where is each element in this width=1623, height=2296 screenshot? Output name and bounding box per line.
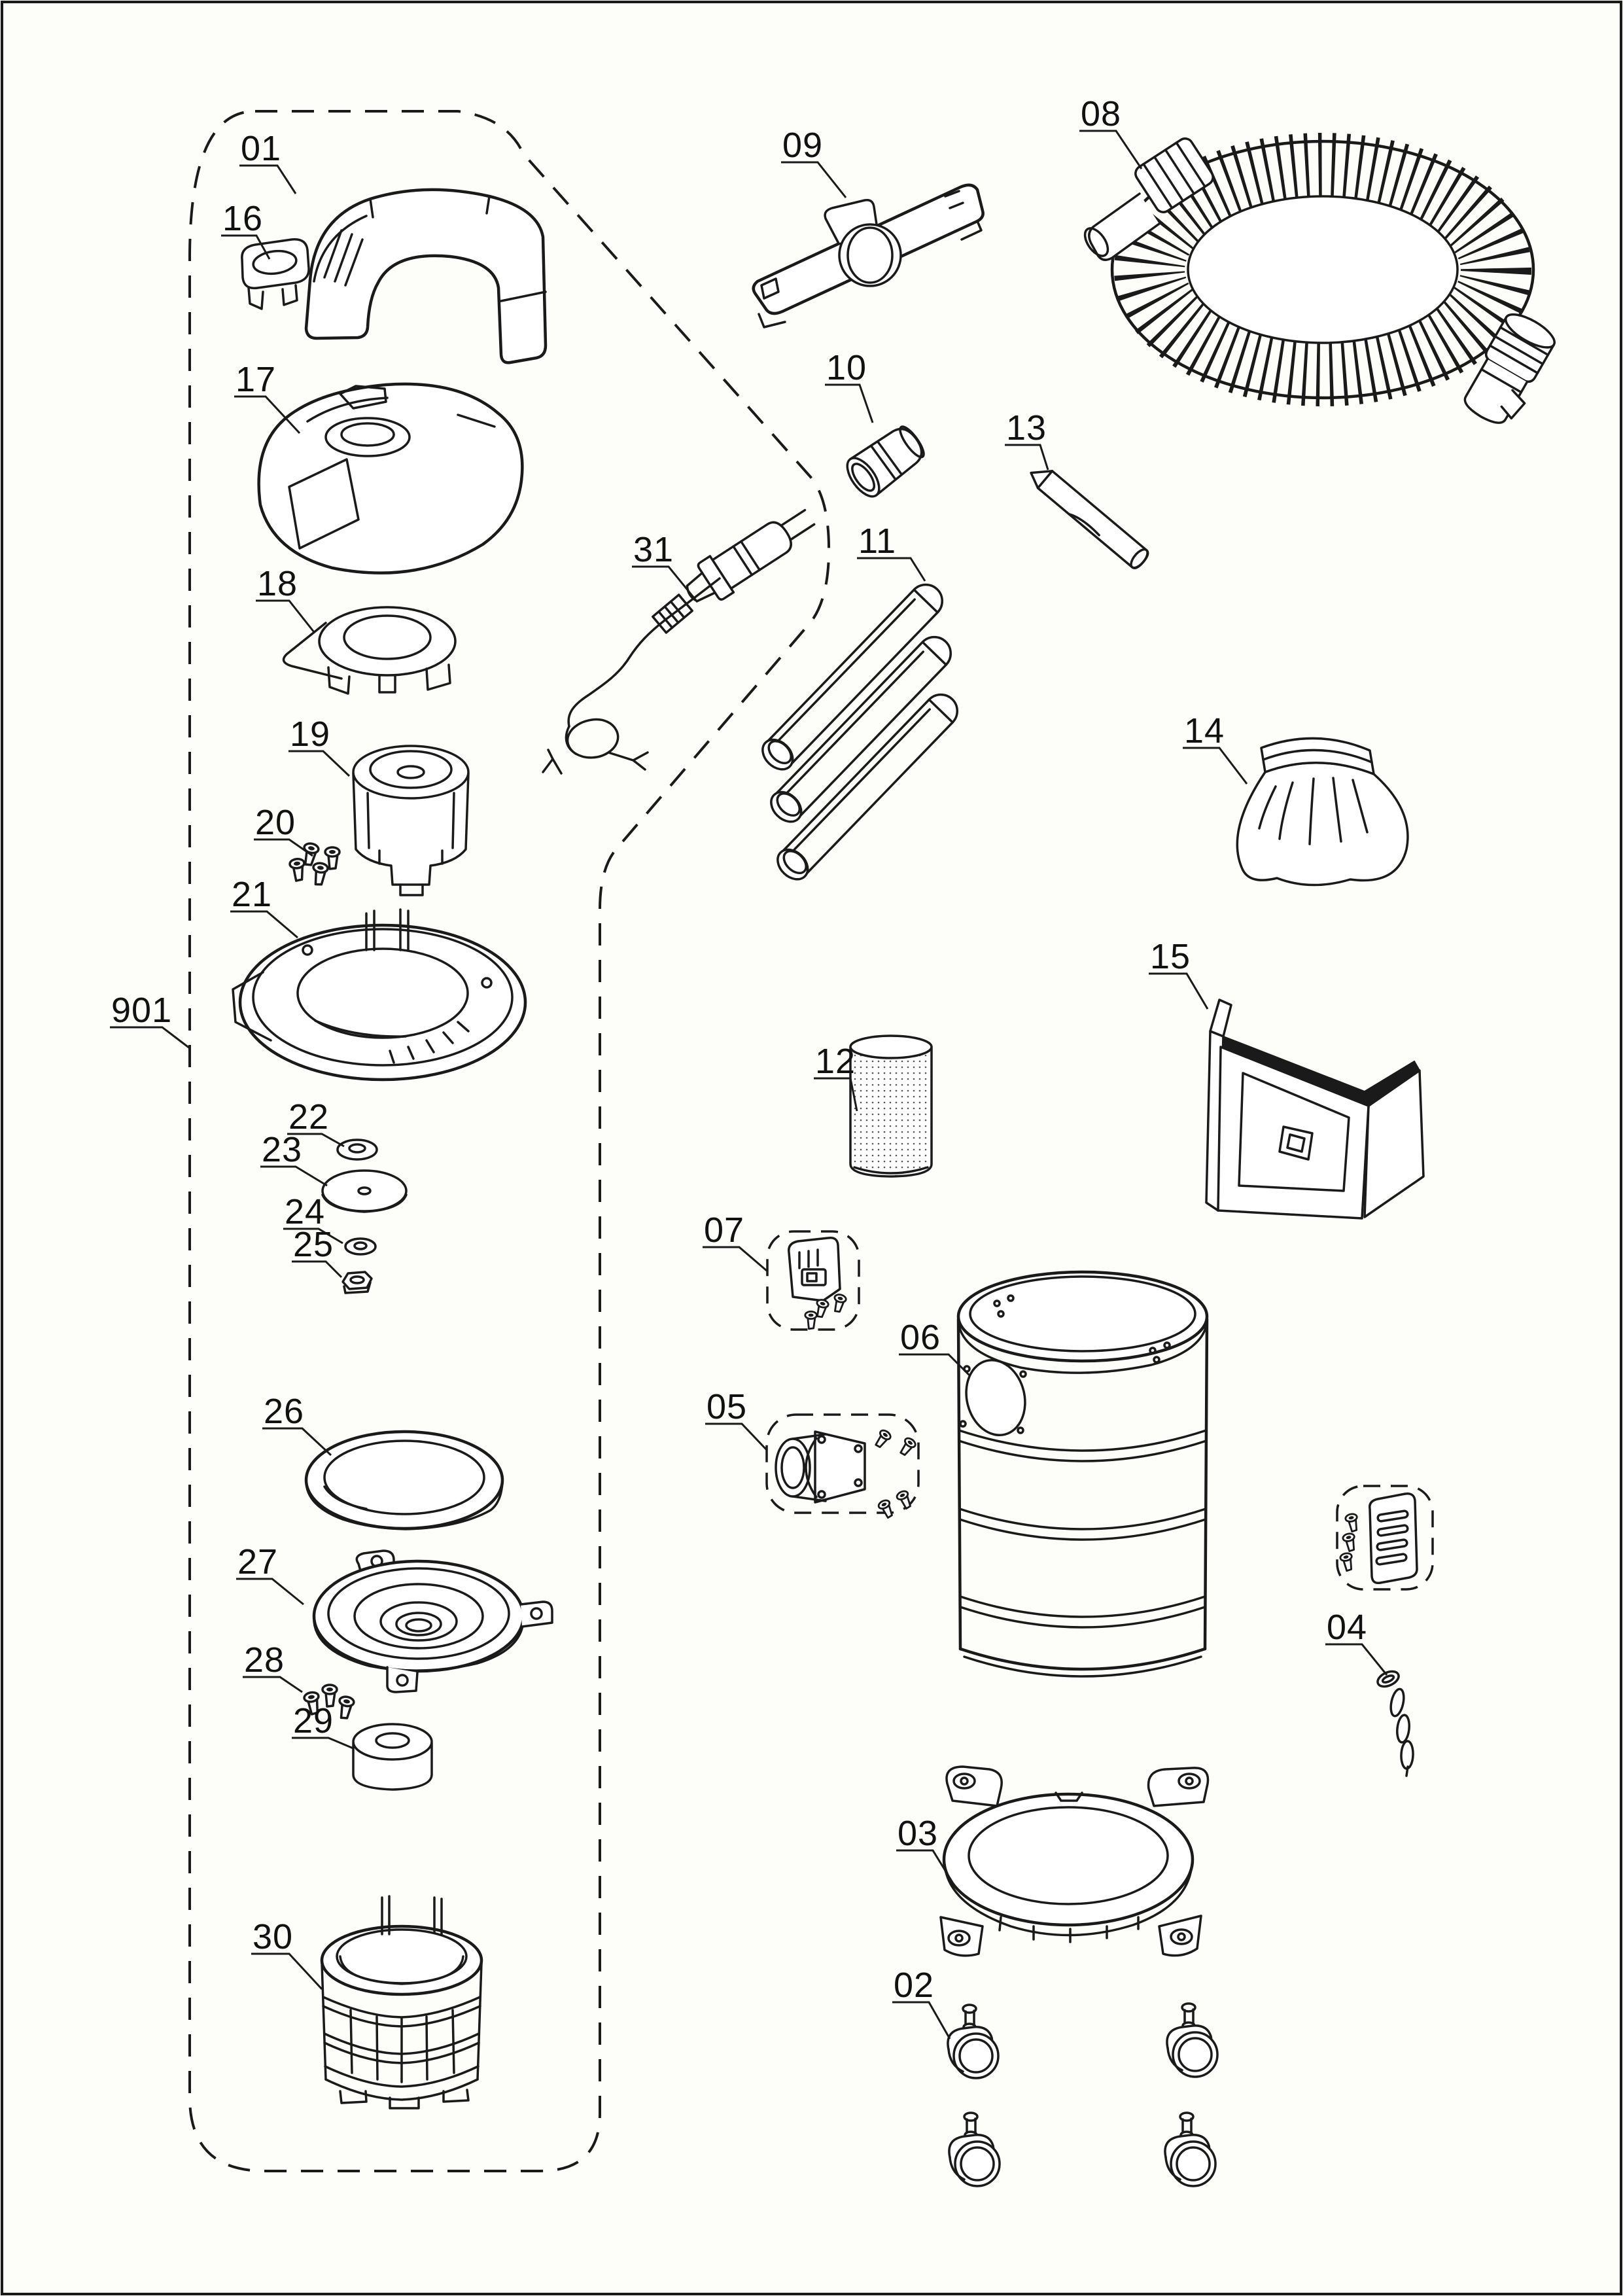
part-label-05: 05 bbox=[707, 1387, 747, 1426]
leader-line-12 bbox=[814, 1077, 858, 1112]
leader-line-31 bbox=[632, 565, 699, 603]
leader-line-15 bbox=[1149, 972, 1209, 1010]
part-06-tank-drawing bbox=[956, 1270, 1209, 1678]
leader-line-01 bbox=[239, 164, 297, 194]
part-26-seal-ring-drawing bbox=[304, 1430, 504, 1530]
part-label-28: 28 bbox=[244, 1640, 285, 1680]
part-label-24: 24 bbox=[285, 1192, 325, 1231]
part-09-nozzle-drawing bbox=[752, 183, 985, 328]
leader-line-27 bbox=[236, 1578, 304, 1606]
part-03-trolley-drawing bbox=[939, 1765, 1210, 1957]
leader-line-30 bbox=[251, 1952, 323, 1990]
part-11-tubes-drawing bbox=[756, 576, 966, 887]
part-14-bag-drawing bbox=[1236, 737, 1409, 887]
part-label-19: 19 bbox=[290, 715, 330, 754]
part-19-motor-drawing bbox=[352, 745, 470, 896]
vent-cover-box bbox=[1336, 1485, 1434, 1591]
leader-line-03 bbox=[896, 1849, 955, 1885]
part-label-29: 29 bbox=[293, 1701, 334, 1740]
part-label-15: 15 bbox=[1150, 937, 1191, 976]
part-label-27: 27 bbox=[237, 1542, 278, 1581]
part-23-disc-drawing bbox=[321, 1169, 408, 1213]
part-label-01: 01 bbox=[241, 129, 281, 168]
part-22-washer-drawing bbox=[336, 1139, 378, 1161]
leader-line-23 bbox=[260, 1165, 328, 1187]
leader-line-20 bbox=[254, 838, 313, 857]
part-label-13: 13 bbox=[1006, 408, 1047, 448]
part-labels-layer: 0116171819202190122232425262728293031090… bbox=[110, 94, 1388, 2040]
part-label-06: 06 bbox=[900, 1318, 941, 1357]
part-13-crevice-drawing bbox=[1030, 470, 1149, 569]
part-label-12: 12 bbox=[815, 1042, 856, 1081]
part-29-foam-drawing bbox=[352, 1723, 433, 1791]
part-21-base-plate-drawing bbox=[232, 908, 527, 1082]
leader-line-11 bbox=[857, 557, 926, 582]
leader-line-22 bbox=[287, 1133, 345, 1148]
part-16-switch-drawing bbox=[241, 238, 310, 310]
part-label-25: 25 bbox=[293, 1225, 334, 1264]
part-label-02: 02 bbox=[894, 1966, 934, 2005]
part-label-04: 04 bbox=[1327, 1608, 1367, 1647]
part-label-901: 901 bbox=[111, 991, 172, 1030]
leader-line-901 bbox=[110, 1026, 190, 1050]
vent-cover-drawing bbox=[1338, 1492, 1418, 1585]
leader-line-07 bbox=[703, 1246, 767, 1272]
leader-line-06 bbox=[899, 1353, 971, 1377]
part-24-washer-drawing bbox=[344, 1237, 377, 1256]
leader-line-29 bbox=[292, 1737, 354, 1750]
leader-line-04 bbox=[1325, 1643, 1388, 1676]
leader-line-08 bbox=[1079, 130, 1143, 169]
part-label-17: 17 bbox=[236, 360, 276, 399]
part-17-cover-drawing bbox=[257, 382, 524, 574]
part-label-26: 26 bbox=[264, 1392, 304, 1431]
leader-line-02 bbox=[892, 2001, 951, 2040]
part-label-10: 10 bbox=[826, 348, 867, 387]
part-12-filter-drawing bbox=[849, 1034, 933, 1178]
leader-line-25 bbox=[292, 1260, 343, 1279]
part-15-bracket-drawing bbox=[1205, 998, 1425, 1220]
leader-line-09 bbox=[781, 161, 847, 198]
part-30-cage-drawing bbox=[320, 1895, 483, 2110]
leader-line-24 bbox=[283, 1227, 343, 1245]
part-label-08: 08 bbox=[1081, 94, 1121, 133]
leader-line-10 bbox=[825, 383, 874, 423]
leader-line-17 bbox=[234, 395, 301, 434]
part-label-07: 07 bbox=[704, 1210, 744, 1250]
leader-line-19 bbox=[288, 750, 351, 777]
leader-line-16 bbox=[221, 234, 271, 260]
part-label-03: 03 bbox=[898, 1814, 938, 1853]
part-label-09: 09 bbox=[782, 126, 823, 165]
part-label-18: 18 bbox=[257, 564, 298, 603]
leader-line-26 bbox=[262, 1427, 332, 1457]
part-07-latch-drawing bbox=[788, 1236, 848, 1330]
part-label-21: 21 bbox=[232, 875, 272, 914]
leader-line-28 bbox=[243, 1676, 303, 1693]
part-31-cord-drawing bbox=[542, 508, 816, 775]
part-05-inlet-drawing bbox=[775, 1427, 918, 1521]
part-18-cowl-drawing bbox=[282, 606, 457, 695]
leader-line-05 bbox=[705, 1422, 768, 1451]
part-label-30: 30 bbox=[253, 1917, 293, 1956]
part-label-14: 14 bbox=[1184, 711, 1225, 751]
leader-line-13 bbox=[1005, 444, 1049, 470]
part-01-handle-drawing bbox=[304, 188, 548, 364]
part-20-screws-drawing bbox=[288, 841, 341, 887]
part-label-11: 11 bbox=[858, 521, 896, 561]
leader-line-21 bbox=[230, 910, 298, 939]
part-label-22: 22 bbox=[288, 1097, 329, 1137]
part-04-chain-drawing bbox=[1376, 1670, 1414, 1777]
part-27-lower-housing-drawing bbox=[312, 1549, 553, 1693]
part-25-nut-drawing bbox=[341, 1271, 373, 1294]
part-label-31: 31 bbox=[633, 530, 674, 569]
leader-line-18 bbox=[256, 599, 315, 633]
leader-line-14 bbox=[1183, 747, 1248, 785]
group-901-boundary bbox=[188, 110, 831, 2172]
part-08-hose-drawing bbox=[1083, 133, 1556, 424]
part-label-16: 16 bbox=[222, 199, 263, 238]
part-label-23: 23 bbox=[262, 1130, 302, 1169]
part-10-adapter-drawing bbox=[846, 425, 925, 498]
part-label-20: 20 bbox=[255, 803, 296, 842]
part-02-casters-drawing bbox=[947, 2002, 1219, 2187]
